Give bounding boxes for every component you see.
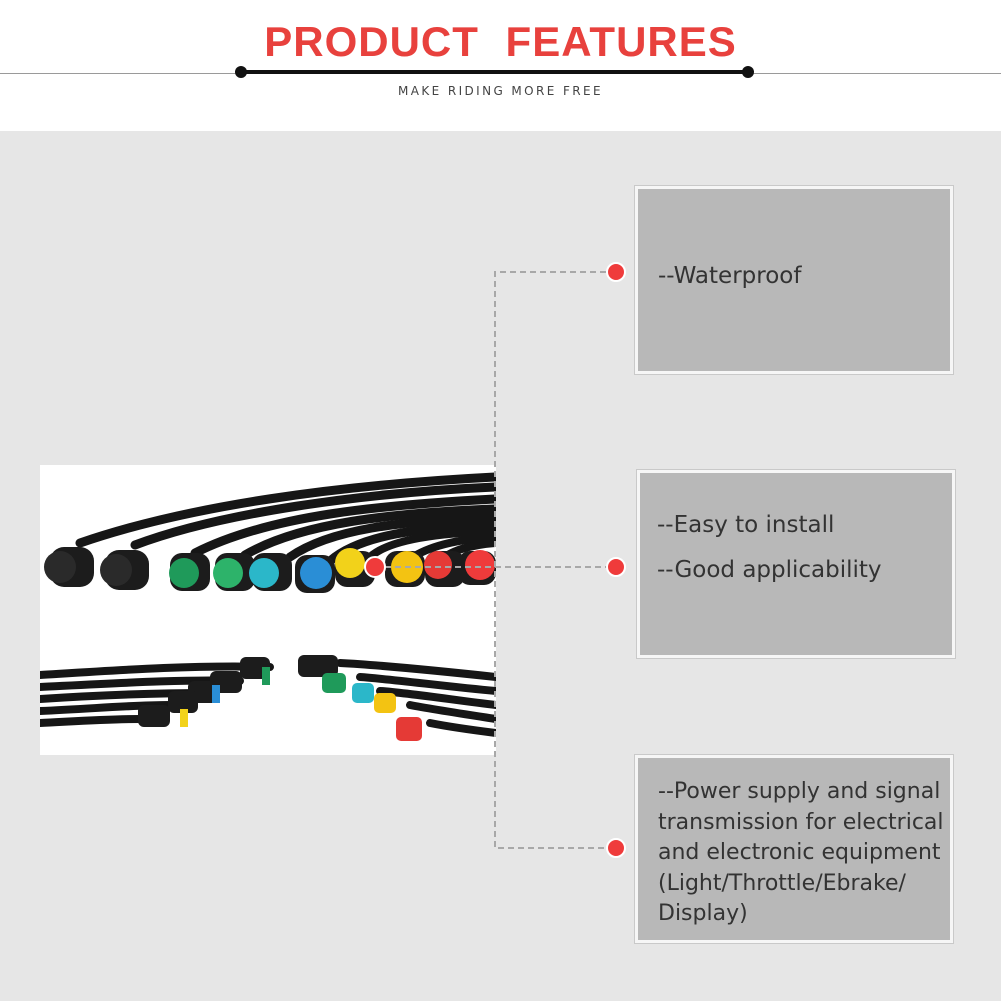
- feature-text-power-supply: --Power supply and signal transmission f…: [658, 779, 944, 926]
- header: PRODUCT FEATURES MAKE RIDING MORE FREE: [0, 0, 1001, 131]
- feature-box-install: --Easy to install --Good applicability: [636, 469, 956, 659]
- page-subtitle: MAKE RIDING MORE FREE: [398, 84, 603, 98]
- header-bar: [241, 70, 748, 74]
- header-dot-left: [235, 66, 247, 78]
- feature-box-waterproof: --Waterproof: [634, 185, 954, 375]
- feature-box-power: --Power supply and signal transmission f…: [634, 754, 954, 944]
- feature-text-applicability: --Good applicability: [657, 557, 882, 583]
- feature-text-easy-install: --Easy to install: [657, 512, 835, 538]
- connector-cables-illustration: [40, 472, 496, 741]
- header-dot-right: [742, 66, 754, 78]
- page-title: PRODUCT FEATURES: [264, 18, 737, 65]
- product-photo: [40, 465, 496, 755]
- feature-text-waterproof: --Waterproof: [658, 263, 802, 289]
